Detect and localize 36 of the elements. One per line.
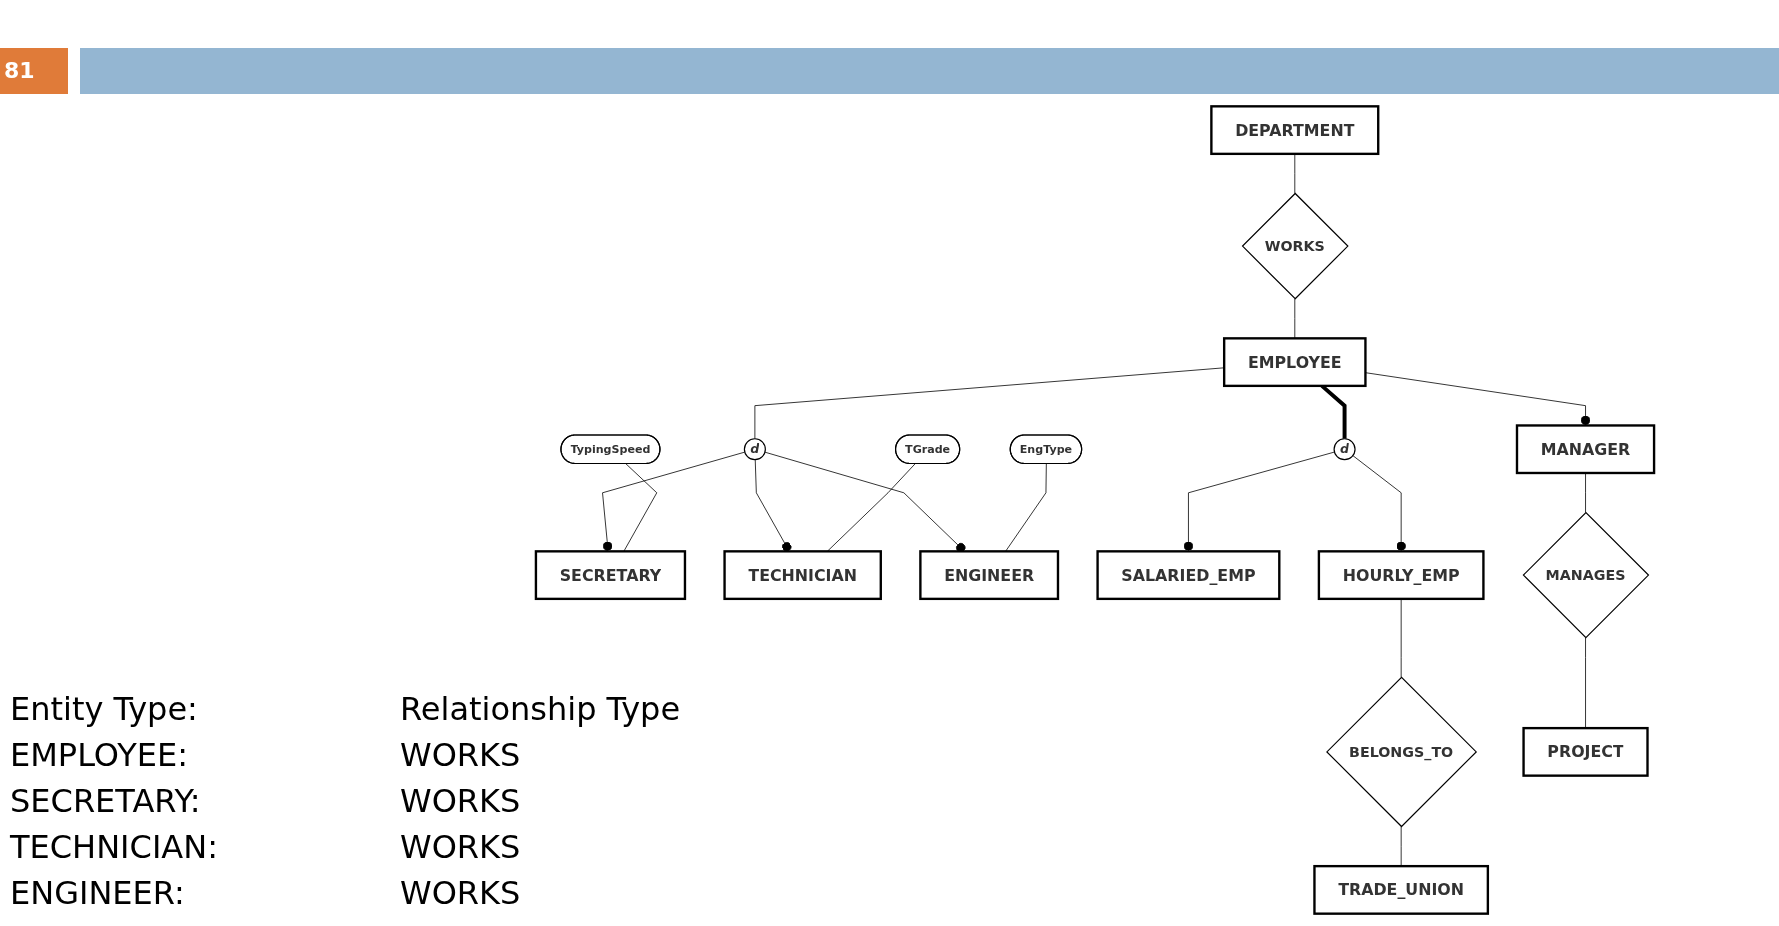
entity-name: SECRETARY: [10, 782, 202, 820]
connector [826, 463, 916, 552]
relationship-name: WORKS [400, 874, 522, 912]
node-box: EMPLOYEE [1223, 337, 1367, 388]
node-box: DEPARTMENT [1210, 105, 1380, 156]
connector [623, 463, 658, 552]
node-circle: d [743, 438, 766, 461]
relationship-name: WORKS [400, 828, 522, 866]
node-box: HOURLY_EMP [1317, 550, 1485, 601]
connector [1400, 826, 1402, 867]
relationship-name: WORKS [400, 736, 522, 774]
entity-name: EMPLOYEE: [10, 736, 189, 774]
connector [754, 367, 1225, 440]
node-box: MANAGER [1515, 424, 1656, 475]
node-diamond: WORKS [1241, 192, 1349, 300]
node-circle: d [1333, 438, 1356, 461]
connector [1585, 637, 1586, 729]
node-box: ENGINEER [919, 550, 1060, 601]
node-box: SALARIED_EMP [1096, 550, 1281, 601]
node-diamond: MANAGES [1522, 511, 1650, 639]
connector [1585, 472, 1586, 513]
connector [1294, 298, 1296, 339]
node-box: SECRETARY [534, 550, 687, 601]
column-heading: Relationship Type [400, 690, 681, 728]
entity-name: TECHNICIAN: [10, 828, 219, 866]
relationship-name: WORKS [400, 782, 522, 820]
slide-number: 81 [0, 48, 68, 94]
node-diamond: BELONGS_TO [1326, 676, 1478, 828]
node-box: TRADE_UNION [1313, 864, 1490, 915]
column-heading: Entity Type: [10, 690, 199, 728]
connector [1400, 598, 1402, 678]
connector [1005, 463, 1047, 552]
connector [1294, 153, 1296, 194]
node-box: TECHNICIAN [723, 550, 882, 601]
entity-name: ENGINEER: [10, 874, 186, 912]
node-box: PROJECT [1522, 726, 1649, 777]
